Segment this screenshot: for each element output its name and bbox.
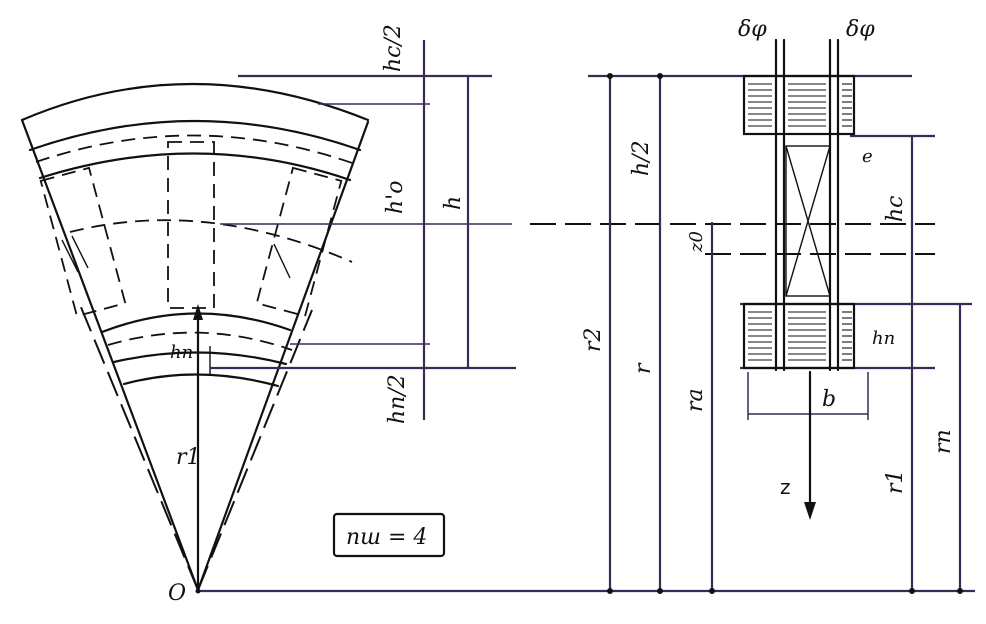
label-r: r: [631, 362, 656, 374]
label-rn: rn: [931, 429, 956, 454]
label-e: e: [862, 146, 873, 167]
label-z: z: [780, 475, 791, 499]
window-left: [39, 166, 127, 318]
window-center: [167, 141, 215, 309]
outer-arc-dash: [35, 134, 356, 165]
label-origin: O: [168, 581, 186, 606]
outer-arc: [20, 82, 370, 122]
cross-section-view: [530, 38, 972, 594]
label-hc: hc: [883, 196, 908, 223]
label-r1-right: r1: [883, 469, 908, 494]
label-windings: nш = 4: [346, 525, 427, 550]
tick-1: [61, 239, 79, 273]
label-b: b: [822, 387, 836, 412]
sector-right-edge: [196, 120, 370, 592]
left-dimension-lines: [210, 40, 516, 420]
mid-arc-dash: [69, 219, 353, 263]
lower-arc-3: [122, 373, 280, 388]
tick-rn: [957, 588, 963, 594]
sector-right-inner-dash: [197, 309, 313, 591]
lower-arc-2: [112, 351, 288, 366]
label-h-prime-o: h'o: [383, 181, 408, 214]
outer-arc-3: [38, 152, 352, 182]
label-hn-half: hn/2: [385, 374, 410, 424]
center-x-box: [785, 145, 831, 297]
sector-left-edge: [20, 118, 200, 592]
tick-r2: [607, 588, 613, 594]
label-hc-half: hc/2: [381, 24, 406, 72]
label-h: h: [441, 196, 466, 210]
z-axis-arrowhead: [804, 502, 816, 520]
label-r2: r2: [581, 327, 606, 352]
tick-3: [273, 243, 291, 279]
tick-r: [657, 588, 663, 594]
tick-top-r2: [607, 73, 613, 79]
x-diag-2: [785, 145, 831, 297]
tick-r1: [909, 588, 915, 594]
windings-box: [332, 512, 446, 558]
label-delta-phi-left: δφ: [738, 17, 767, 42]
outer-arc-2: [28, 119, 362, 152]
origin-point: [195, 588, 201, 594]
tick-top-r: [657, 73, 663, 79]
label-h-half: h/2: [629, 140, 654, 176]
sector-view: [20, 82, 975, 594]
label-r1-left: r1: [176, 445, 201, 470]
label-delta-phi-right: δφ: [846, 17, 875, 42]
label-hn-right: hn: [872, 328, 895, 349]
lower-core-block: [742, 302, 856, 370]
lower-arc-dash: [107, 331, 293, 351]
upper-core-block: [742, 74, 856, 136]
label-z0: z0: [686, 231, 707, 253]
tick-ra: [709, 588, 715, 594]
label-hn-left: hn: [170, 342, 193, 363]
sector-left-inner-dash: [77, 299, 199, 591]
upper-hatching: [748, 83, 852, 127]
r1-arrow-head: [193, 304, 203, 320]
tick-2: [71, 235, 89, 269]
label-ra: ra: [683, 388, 708, 412]
lower-hatching: [748, 311, 852, 361]
